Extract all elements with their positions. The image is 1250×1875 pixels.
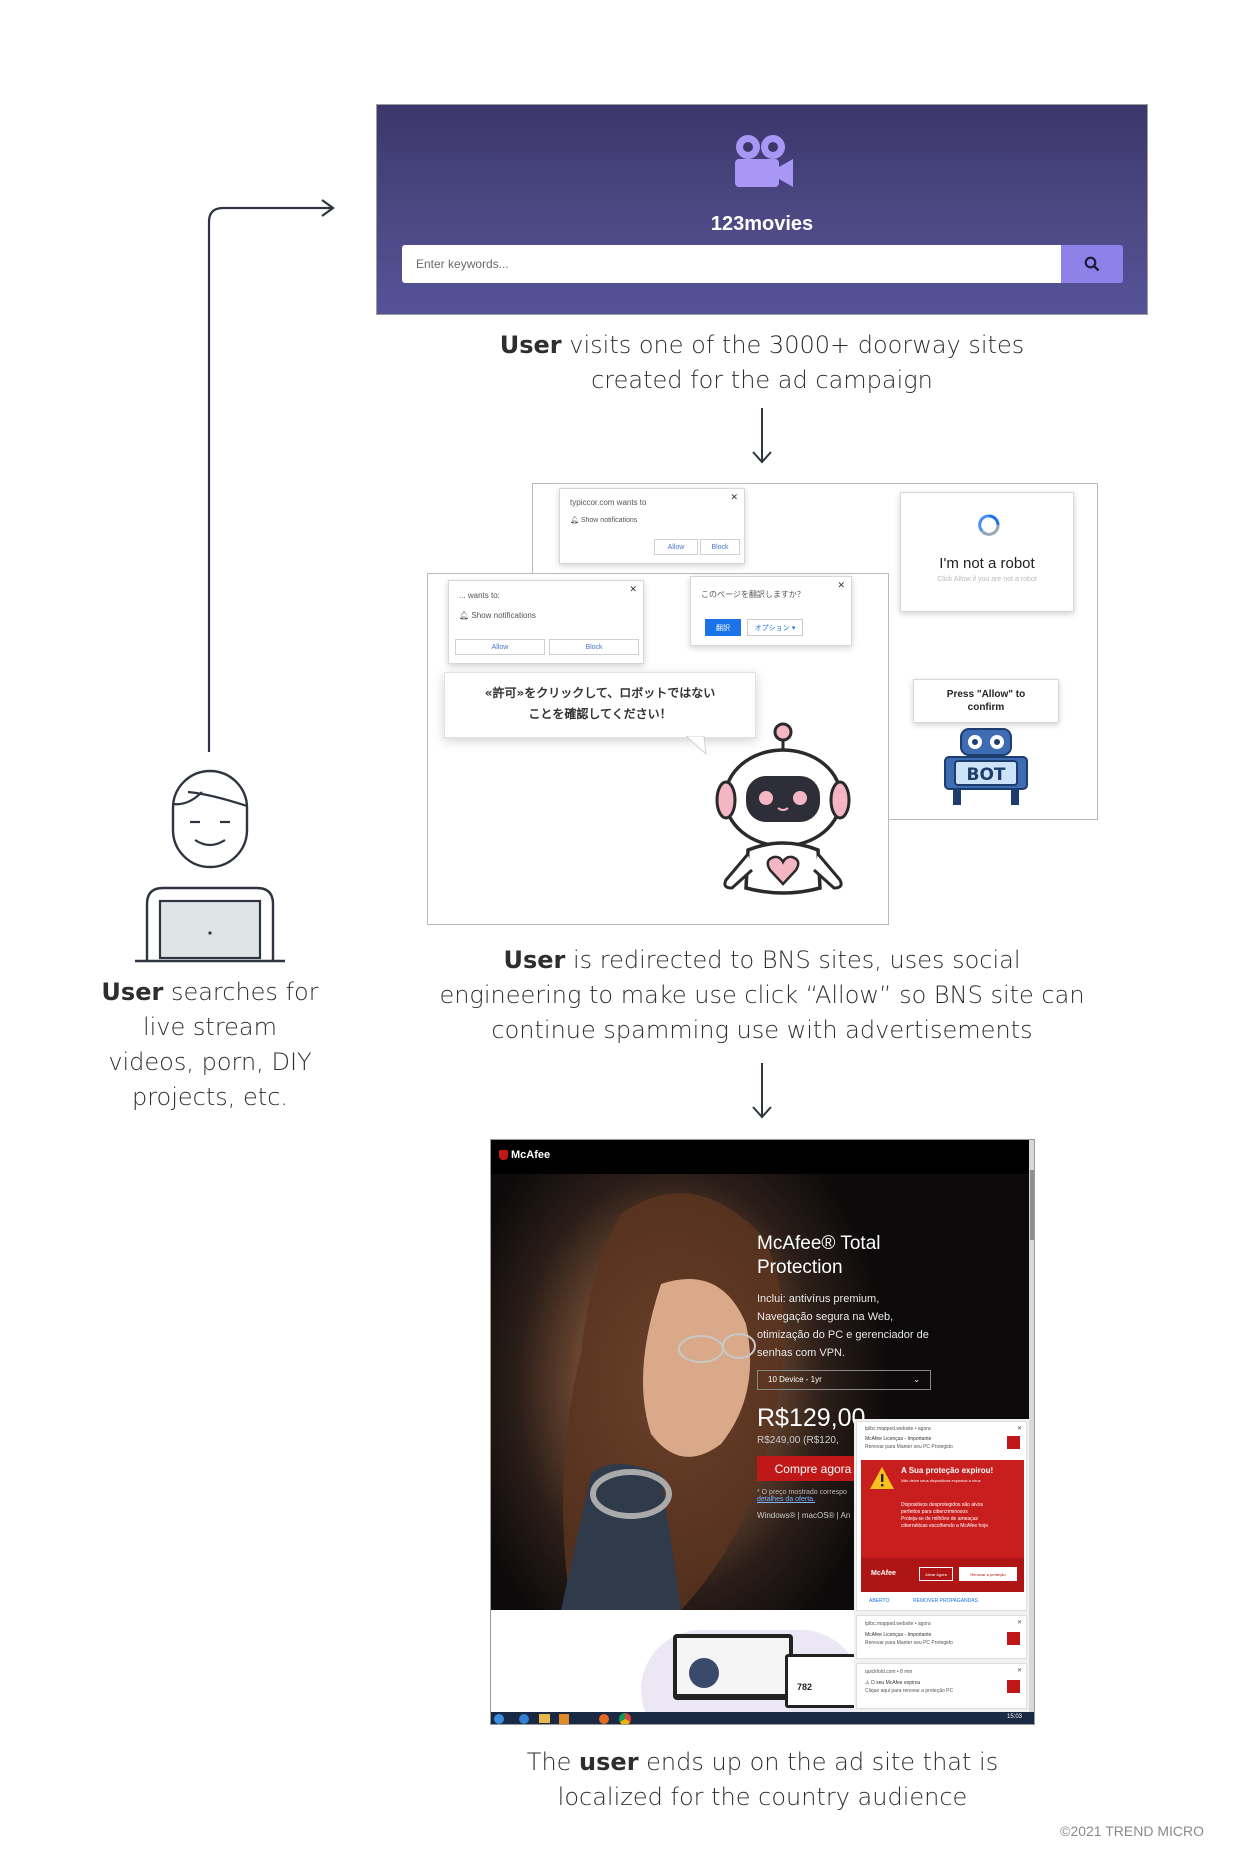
windows-taskbar: 15:03 <box>491 1712 1034 1724</box>
remove-ads-link[interactable]: REMOVER PROPAGANDAS <box>913 1598 978 1604</box>
close-icon[interactable]: ✕ <box>629 584 637 594</box>
search-input[interactable] <box>402 245 1062 283</box>
product-description: Inclui: antivírus premium, Navegação seg… <box>757 1293 929 1359</box>
step1-caption: User visits one of the 3000+ doorway sit… <box>499 331 1025 394</box>
press-allow-card: Press "Allow" to confirm <box>913 679 1059 723</box>
close-icon[interactable]: ✕ <box>837 580 845 590</box>
notification-card-1[interactable]: tplbc.mapped.website • agora ✕ McAfee Li… <box>856 1421 1027 1611</box>
doorway-site-screenshot: 123movies <box>376 104 1148 315</box>
activate-now-button[interactable]: Ativar Agora <box>919 1567 953 1581</box>
translate-popup: このページを翻訳しますか？ ✕ 翻訳 オプション ▾ <box>690 576 852 646</box>
page-scrollbar[interactable] <box>1029 1140 1034 1712</box>
captcha-card: I'm not a robot Click Allow if you are n… <box>900 492 1074 612</box>
ie-icon[interactable] <box>519 1714 529 1724</box>
user-caption: User searches for live stream videos, po… <box>101 978 319 1111</box>
warning-icon <box>870 1467 894 1489</box>
step1-to-step2-arrowhead <box>752 451 772 464</box>
step3-caption: The user ends up on the ad site that is … <box>526 1748 999 1811</box>
product-title: McAfee® Total Protection <box>757 1233 881 1278</box>
cute-robot-illustration <box>715 722 851 895</box>
old-price: R$249,00 (R$120, <box>757 1435 839 1446</box>
ad-site-screenshot: McAfee McAfee® Total Protection Inclui: … <box>490 1139 1035 1725</box>
mcafee-shield-icon <box>1007 1436 1020 1449</box>
buy-now-button[interactable]: Compre agora <box>757 1456 869 1481</box>
chevron-down-icon: ⌄ <box>913 1375 920 1384</box>
notification-permission-popup: typiccor.com wants to ✕ 🔔︎ Show notifica… <box>559 488 745 564</box>
user-caption-strong: User <box>101 978 164 1006</box>
recaptcha-icon <box>978 514 1000 536</box>
search-icon <box>1084 256 1100 272</box>
user-illustration <box>135 769 285 963</box>
search-button[interactable] <box>1061 245 1123 283</box>
expired-alert-banner: A Sua proteção expirou! Não deixe seus d… <box>861 1460 1024 1592</box>
allow-button[interactable]: Allow <box>455 639 545 655</box>
site-title: 123movies <box>710 213 814 235</box>
taskbar-clock: 15:03 <box>1006 1714 1022 1720</box>
bell-icon: 🔔︎ <box>459 611 470 620</box>
speech-bubble: «許可»をクリックして、ロボットではない ことを確認してください！ <box>444 672 756 738</box>
allow-button[interactable]: Allow <box>654 539 698 555</box>
translate-options-button[interactable]: オプション ▾ <box>747 619 803 636</box>
notification-permission-popup-2: ... wants to: ✕ 🔔︎ Show notifications Al… <box>448 580 644 664</box>
price: R$129,00 <box>757 1404 866 1432</box>
notification-stack: tplbc.mapped.website • agora ✕ McAfee Li… <box>854 1419 1029 1712</box>
close-icon[interactable]: ✕ <box>1016 1620 1022 1626</box>
step2-caption: User is redirected to BNS sites, uses so… <box>439 946 1085 1044</box>
mcafee-header: McAfee <box>491 1140 1034 1174</box>
start-button[interactable] <box>494 1714 504 1724</box>
device-select[interactable]: 10 Device - 1yr ⌄ <box>757 1370 931 1390</box>
mcafee-shield-icon <box>1007 1632 1020 1645</box>
step2-to-step3-arrowhead <box>752 1106 772 1119</box>
captcha-title: I'm not a robot <box>939 555 1035 572</box>
media-icon[interactable] <box>559 1714 569 1724</box>
folder-icon[interactable] <box>539 1714 550 1723</box>
tablet-mockup: 782 <box>785 1654 861 1708</box>
notification-card-2[interactable]: tplbc.mapped.website • agora ✕ McAfee Li… <box>856 1615 1027 1659</box>
close-icon[interactable]: ✕ <box>1016 1426 1022 1432</box>
laptop-icon <box>145 886 275 960</box>
video-camera-icon <box>735 135 793 187</box>
close-icon[interactable]: ✕ <box>730 492 738 502</box>
woman-photo <box>561 1193 784 1610</box>
bot-label: BOT <box>966 765 1005 785</box>
close-icon[interactable]: ✕ <box>1016 1668 1022 1674</box>
user-head <box>171 769 249 869</box>
mcafee-shield-icon <box>1007 1680 1020 1693</box>
open-link[interactable]: ABERTO <box>869 1598 890 1604</box>
block-button[interactable]: Block <box>700 539 740 555</box>
bell-icon: 🔔︎ <box>570 517 579 524</box>
laptop-mockup <box>673 1634 793 1700</box>
copyright-notice: ©2021 TREND MICRO <box>1060 1823 1204 1839</box>
mcafee-logo: McAfee <box>499 1149 550 1161</box>
user-to-site-arrowhead <box>321 199 335 217</box>
firefox-icon[interactable] <box>599 1714 609 1724</box>
bot-robot-illustration: BOT <box>944 728 1028 805</box>
translate-button[interactable]: 翻訳 <box>705 619 741 636</box>
mcafee-shield-icon <box>499 1150 508 1160</box>
block-button[interactable]: Block <box>549 639 639 655</box>
chrome-icon[interactable] <box>619 1713 631 1724</box>
captcha-subtitle: Click Allow if you are not a robot <box>937 576 1037 583</box>
user-to-site-arrow <box>207 206 332 752</box>
notification-card-3[interactable]: quickfold.com • 8 min ✕ ⚠ O seu McAfee e… <box>856 1663 1027 1709</box>
renew-protection-button[interactable]: Renovar a proteção <box>959 1567 1017 1581</box>
bns-site-screenshot-front: ... wants to: ✕ 🔔︎ Show notifications Al… <box>427 573 889 925</box>
